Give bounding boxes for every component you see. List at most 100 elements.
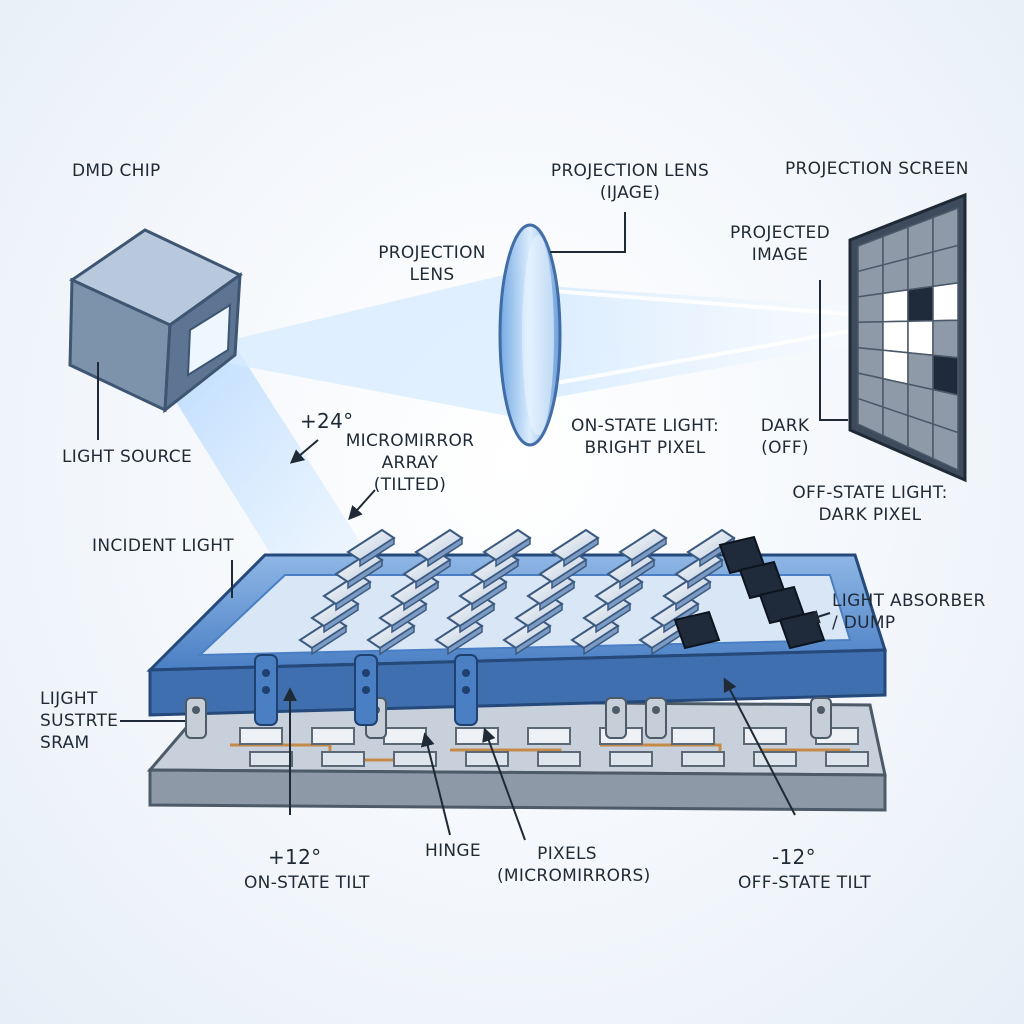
leader-hinge <box>420 732 451 836</box>
label-line: BRIGHT PIXEL <box>584 438 706 458</box>
micromirror-edge <box>335 580 371 612</box>
arrow-plus-24 <box>289 439 319 464</box>
label-line: DARK PIXEL <box>818 505 922 525</box>
label-line: (IJAGE) <box>599 183 661 203</box>
sram-block <box>609 751 653 767</box>
micromirror-edge <box>687 558 723 590</box>
label-line: PROJECTED <box>730 223 830 243</box>
light-ray <box>539 288 901 320</box>
micromirror-edge <box>515 624 551 656</box>
micromirror-edge <box>311 624 347 656</box>
label-pixels: PIXELS (MICROMIRRORS) <box>497 843 651 887</box>
screen-pixel <box>907 320 934 357</box>
leader-pixels <box>482 727 526 841</box>
label-line: PROJECTION LENS <box>550 161 710 181</box>
sram-block <box>465 751 509 767</box>
support-post-bolt <box>817 706 825 714</box>
micromirror-array <box>298 528 736 656</box>
micromirror-edge <box>527 602 563 634</box>
screen-pixel <box>857 321 884 352</box>
screen-pixel <box>857 263 884 298</box>
label-line: / DUMP <box>832 613 896 633</box>
screen-pixel <box>932 354 959 397</box>
sram-block <box>239 727 283 745</box>
sram-block <box>321 751 365 767</box>
micromirror-edge <box>427 536 463 568</box>
leader-projected-image <box>819 280 848 421</box>
sram-block <box>455 727 499 745</box>
support-post <box>810 697 832 739</box>
label-substrate: LIJGHT SUSTRTE SRAM <box>40 688 118 754</box>
micromirror-edge <box>607 580 643 612</box>
hinge-hole <box>362 669 370 677</box>
screen-pixel <box>907 250 934 291</box>
label-plus-12: +12° <box>268 845 322 869</box>
label-line: LENS <box>409 265 455 285</box>
micromirror-edge <box>447 624 483 656</box>
projection-lens <box>498 223 562 447</box>
projection-screen <box>848 192 967 483</box>
light-source <box>68 228 243 414</box>
label-line: (OFF) <box>761 438 809 458</box>
incident-light-beam <box>150 330 375 585</box>
label-on-state-light: ON-STATE LIGHT: BRIGHT PIXEL <box>565 415 725 459</box>
sram-block <box>825 751 869 767</box>
label-projection-lens: PROJECTION LENS <box>372 242 492 286</box>
screen-pixel <box>907 351 934 391</box>
micromirror-edge <box>379 624 415 656</box>
label-line: LIGHT ABSORBER <box>832 591 986 611</box>
screen-pixel <box>932 281 959 322</box>
label-line: MICROMIRROR <box>345 431 475 451</box>
hinges <box>254 654 478 726</box>
label-light-absorber: LIGHT ABSORBER / DUMP <box>832 590 986 634</box>
screen-pixel <box>932 423 959 472</box>
label-dmd-chip: DMD CHIP <box>72 161 161 181</box>
label-line: PROJECTION <box>378 243 486 263</box>
label-off-state-light: OFF-STATE LIGHT: DARK PIXEL <box>770 482 970 526</box>
screen-pixel <box>882 320 909 354</box>
sram-block <box>681 751 725 767</box>
screen-pixel <box>932 244 959 288</box>
hinge-hole <box>262 669 270 677</box>
micromirror-edge <box>583 624 619 656</box>
micromirror-edge <box>359 536 395 568</box>
leader-lines <box>97 212 848 841</box>
label-incident-light: INCIDENT LIGHT <box>92 536 234 556</box>
micromirror-edge <box>631 536 667 568</box>
beam-to-lens <box>210 270 530 420</box>
sram-block <box>743 727 787 745</box>
label-line: IMAGE <box>751 245 809 265</box>
leader-absorber <box>805 609 831 624</box>
label-line: ARRAY <box>381 453 439 473</box>
sram-block <box>383 727 427 745</box>
sram-block <box>249 751 293 767</box>
screen-pixel <box>857 292 884 324</box>
label-line: SRAM <box>40 733 90 753</box>
support-post-bolt <box>652 706 660 714</box>
hinge-hole <box>362 686 370 694</box>
label-light-source: LIGHT SOURCE <box>62 447 193 467</box>
micromirror-edge <box>415 558 451 590</box>
micromirror-edge <box>539 580 575 612</box>
substrate-front <box>148 768 887 812</box>
label-projection-screen: PROJECTION SCREEN <box>785 159 969 179</box>
hinge-hole <box>462 686 470 694</box>
micromirror-edge <box>595 602 631 634</box>
label-micromirror-array: MICROMIRROR ARRAY (TILTED) <box>345 430 475 496</box>
label-line: LIJGHT <box>40 689 98 709</box>
micromirror-edge <box>495 536 531 568</box>
micromirror-edge <box>347 558 383 590</box>
support-post <box>645 697 667 739</box>
label-projected-image: PROJECTED IMAGE <box>720 222 840 266</box>
micromirror-edge <box>403 580 439 612</box>
hinge-hole <box>462 669 470 677</box>
leader-off-tilt <box>723 677 796 816</box>
label-hinge: HINGE <box>425 841 481 861</box>
arrow-micromirror <box>348 489 376 521</box>
label-line: (MICROMIRRORS) <box>497 866 651 886</box>
micromirror-edge <box>391 602 427 634</box>
label-off-state-tilt: OFF-STATE TILT <box>738 873 871 893</box>
hinge-hole <box>262 686 270 694</box>
support-post-bolt <box>192 706 200 714</box>
